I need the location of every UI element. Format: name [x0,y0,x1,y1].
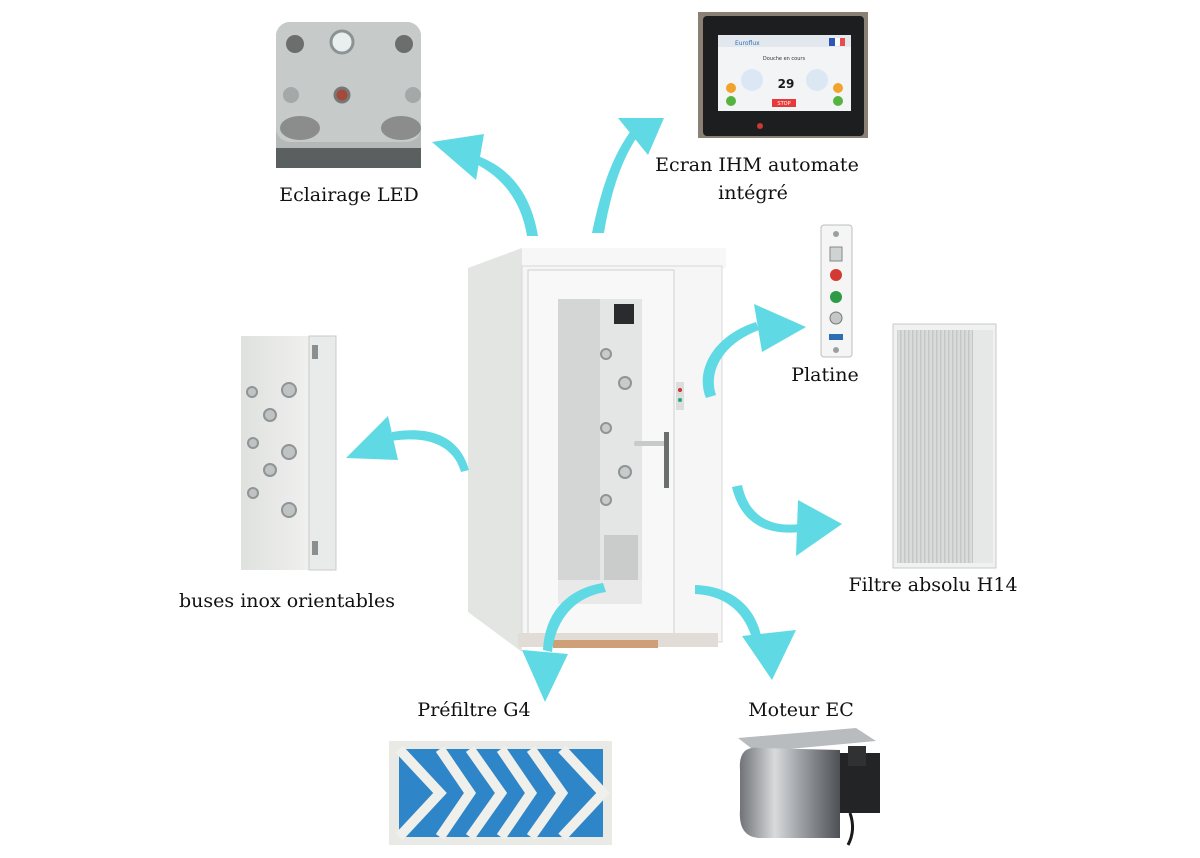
prefilter-image [389,741,612,845]
hmi-brand-text: Euroflux [735,40,760,47]
led-lighting-image [276,22,421,168]
hmi-counter-text: 29 [778,77,795,91]
arrow-to-platine [702,304,806,398]
label-platine: Platine [791,364,859,386]
arrow-to-hepa [732,485,842,556]
air-shower-cabin [468,248,726,652]
ec-motor-image [738,728,880,846]
arrows [346,118,842,702]
label-hmi-screen-line2: intégré [718,182,788,204]
hepa-filter-image [892,323,997,569]
label-hmi-screen-line1: Ecran IHM automate [655,154,859,176]
label-ec-motor: Moteur EC [748,699,854,721]
platine-image [820,224,853,358]
arrow-to-led [432,134,538,236]
arrow-to-motor [695,585,796,680]
label-led-lighting: Eclairage LED [279,184,419,206]
label-prefilter: Préfiltre G4 [417,699,531,721]
arrow-to-prefilter [522,583,606,702]
arrow-to-hmi [592,118,664,233]
label-hepa-filter: Filtre absolu H14 [848,574,1018,596]
arrow-to-nozzles [346,416,469,472]
hmi-screen-image: Euroflux Douche en cours 29 STOP [698,12,868,138]
label-nozzles: buses inox orientables [179,590,395,612]
hmi-stop-text: STOP [777,101,790,107]
nozzle-panel-image [241,335,337,571]
hmi-status-text: Douche en cours [763,56,806,62]
